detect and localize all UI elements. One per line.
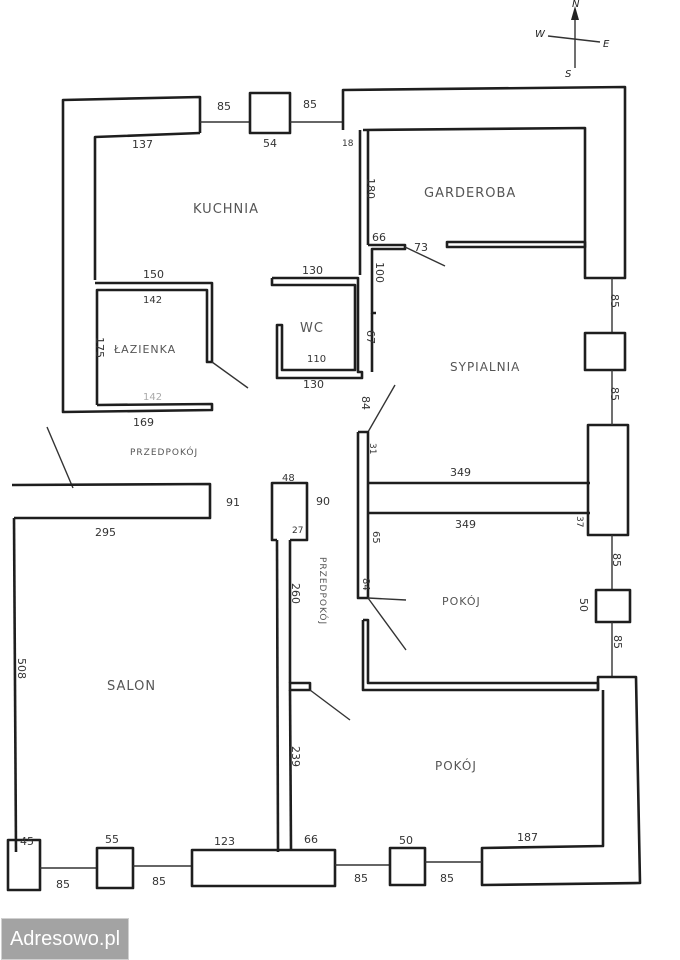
dim-label: 85 xyxy=(440,872,454,885)
dim-label: 142 xyxy=(143,295,162,306)
dimension-labels: 85 85 54 137 18 180 66 73 150 142 175 14… xyxy=(15,98,624,891)
dim-label: 50 xyxy=(399,834,413,847)
dim-label: 54 xyxy=(263,137,277,150)
dim-label: 48 xyxy=(282,473,295,484)
room-label-room-2: POKÓJ xyxy=(435,758,477,773)
room-label-hall: PRZEDPOKÓJ xyxy=(130,446,198,458)
room-label-bathroom: ŁAZIENKA xyxy=(113,343,176,356)
dim-label: 100 xyxy=(373,262,386,283)
compass-west: W xyxy=(535,29,546,40)
dim-label: 85 xyxy=(217,100,231,113)
dim-label: 90 xyxy=(316,495,330,508)
dim-label: 66 xyxy=(304,833,318,846)
dim-label: 85 xyxy=(611,635,624,649)
dim-label: 84 xyxy=(360,578,371,591)
dim-label: 137 xyxy=(132,138,153,151)
compass-north: N xyxy=(572,0,580,10)
dim-label: 85 xyxy=(610,553,623,567)
dim-label: 67 xyxy=(364,330,377,344)
dim-label: 37 xyxy=(574,516,584,527)
dim-label: 110 xyxy=(307,354,326,365)
dim-label: 130 xyxy=(302,264,323,277)
dim-label: 239 xyxy=(289,746,302,767)
dim-label: 349 xyxy=(455,518,476,531)
room-label-kitchen: KUCHNIA xyxy=(193,202,259,217)
dim-label: 180 xyxy=(364,178,377,199)
dim-label: 187 xyxy=(517,831,538,844)
compass-east: E xyxy=(603,39,610,50)
dim-label: 50 xyxy=(577,598,590,612)
room-label-room-1: POKÓJ xyxy=(442,595,481,608)
compass-icon: N E W S xyxy=(535,0,610,80)
dim-label: 130 xyxy=(303,378,324,391)
dim-label: 123 xyxy=(214,835,235,848)
dim-label: 27 xyxy=(292,526,303,536)
dim-label: 169 xyxy=(133,416,154,429)
dim-label: 260 xyxy=(289,583,302,604)
dim-label: 295 xyxy=(95,526,116,539)
dim-label: 73 xyxy=(414,241,428,254)
room-label-bedroom: SYPIALNIA xyxy=(450,360,520,374)
compass-south: S xyxy=(565,69,572,80)
dim-label: 85 xyxy=(56,878,70,891)
dim-label: 85 xyxy=(152,875,166,888)
dim-label: 66 xyxy=(372,231,386,244)
room-label-wc: WC xyxy=(300,321,324,336)
watermark: Adresowo.pl xyxy=(1,918,129,960)
walls xyxy=(6,85,642,892)
dim-label: 150 xyxy=(143,268,164,281)
dim-label: 85 xyxy=(303,98,317,111)
dim-label: 85 xyxy=(608,294,621,308)
dim-label: 85 xyxy=(354,872,368,885)
room-label-living-room: SALON xyxy=(107,679,156,694)
dim-label: 175 xyxy=(93,337,106,358)
room-label-hall-2: PRZEDPOKÓJ xyxy=(317,557,329,625)
room-label-wardrobe: GARDEROBA xyxy=(424,186,516,201)
dim-label: 349 xyxy=(450,466,471,479)
dim-label: 55 xyxy=(105,833,119,846)
dim-label: 84 xyxy=(359,396,372,410)
dim-label: 65 xyxy=(370,531,381,544)
dim-label: 91 xyxy=(226,496,240,509)
dim-label: 18 xyxy=(342,139,354,149)
dim-label: 85 xyxy=(608,387,621,401)
dim-label: 142 xyxy=(143,392,162,403)
dim-label: 45 xyxy=(20,835,34,848)
dim-label: 508 xyxy=(15,658,28,679)
dim-label: 31 xyxy=(367,443,377,454)
